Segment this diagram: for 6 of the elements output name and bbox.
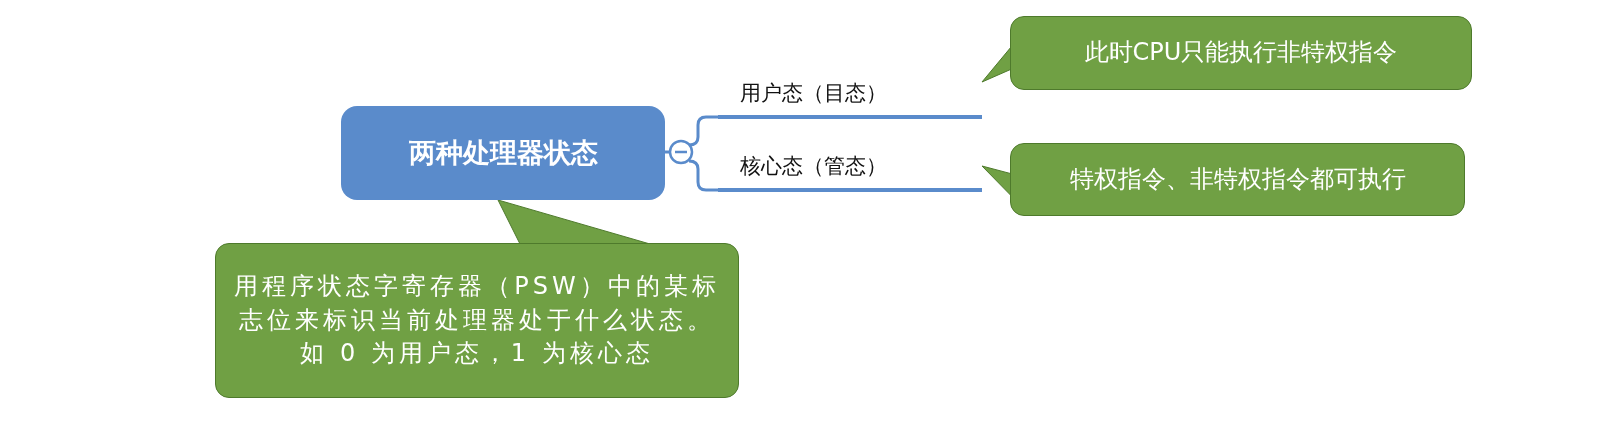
callout-pointer <box>981 46 1012 83</box>
central-topic-box: 两种处理器状态 <box>341 106 665 200</box>
callout-pointer <box>981 165 1012 197</box>
branch-topic: 用户态（目态） <box>718 70 982 119</box>
branch-topic: 核心态（管态） <box>718 143 982 192</box>
callout-bubble: 特权指令、非特权指令都可执行 <box>1010 143 1465 216</box>
